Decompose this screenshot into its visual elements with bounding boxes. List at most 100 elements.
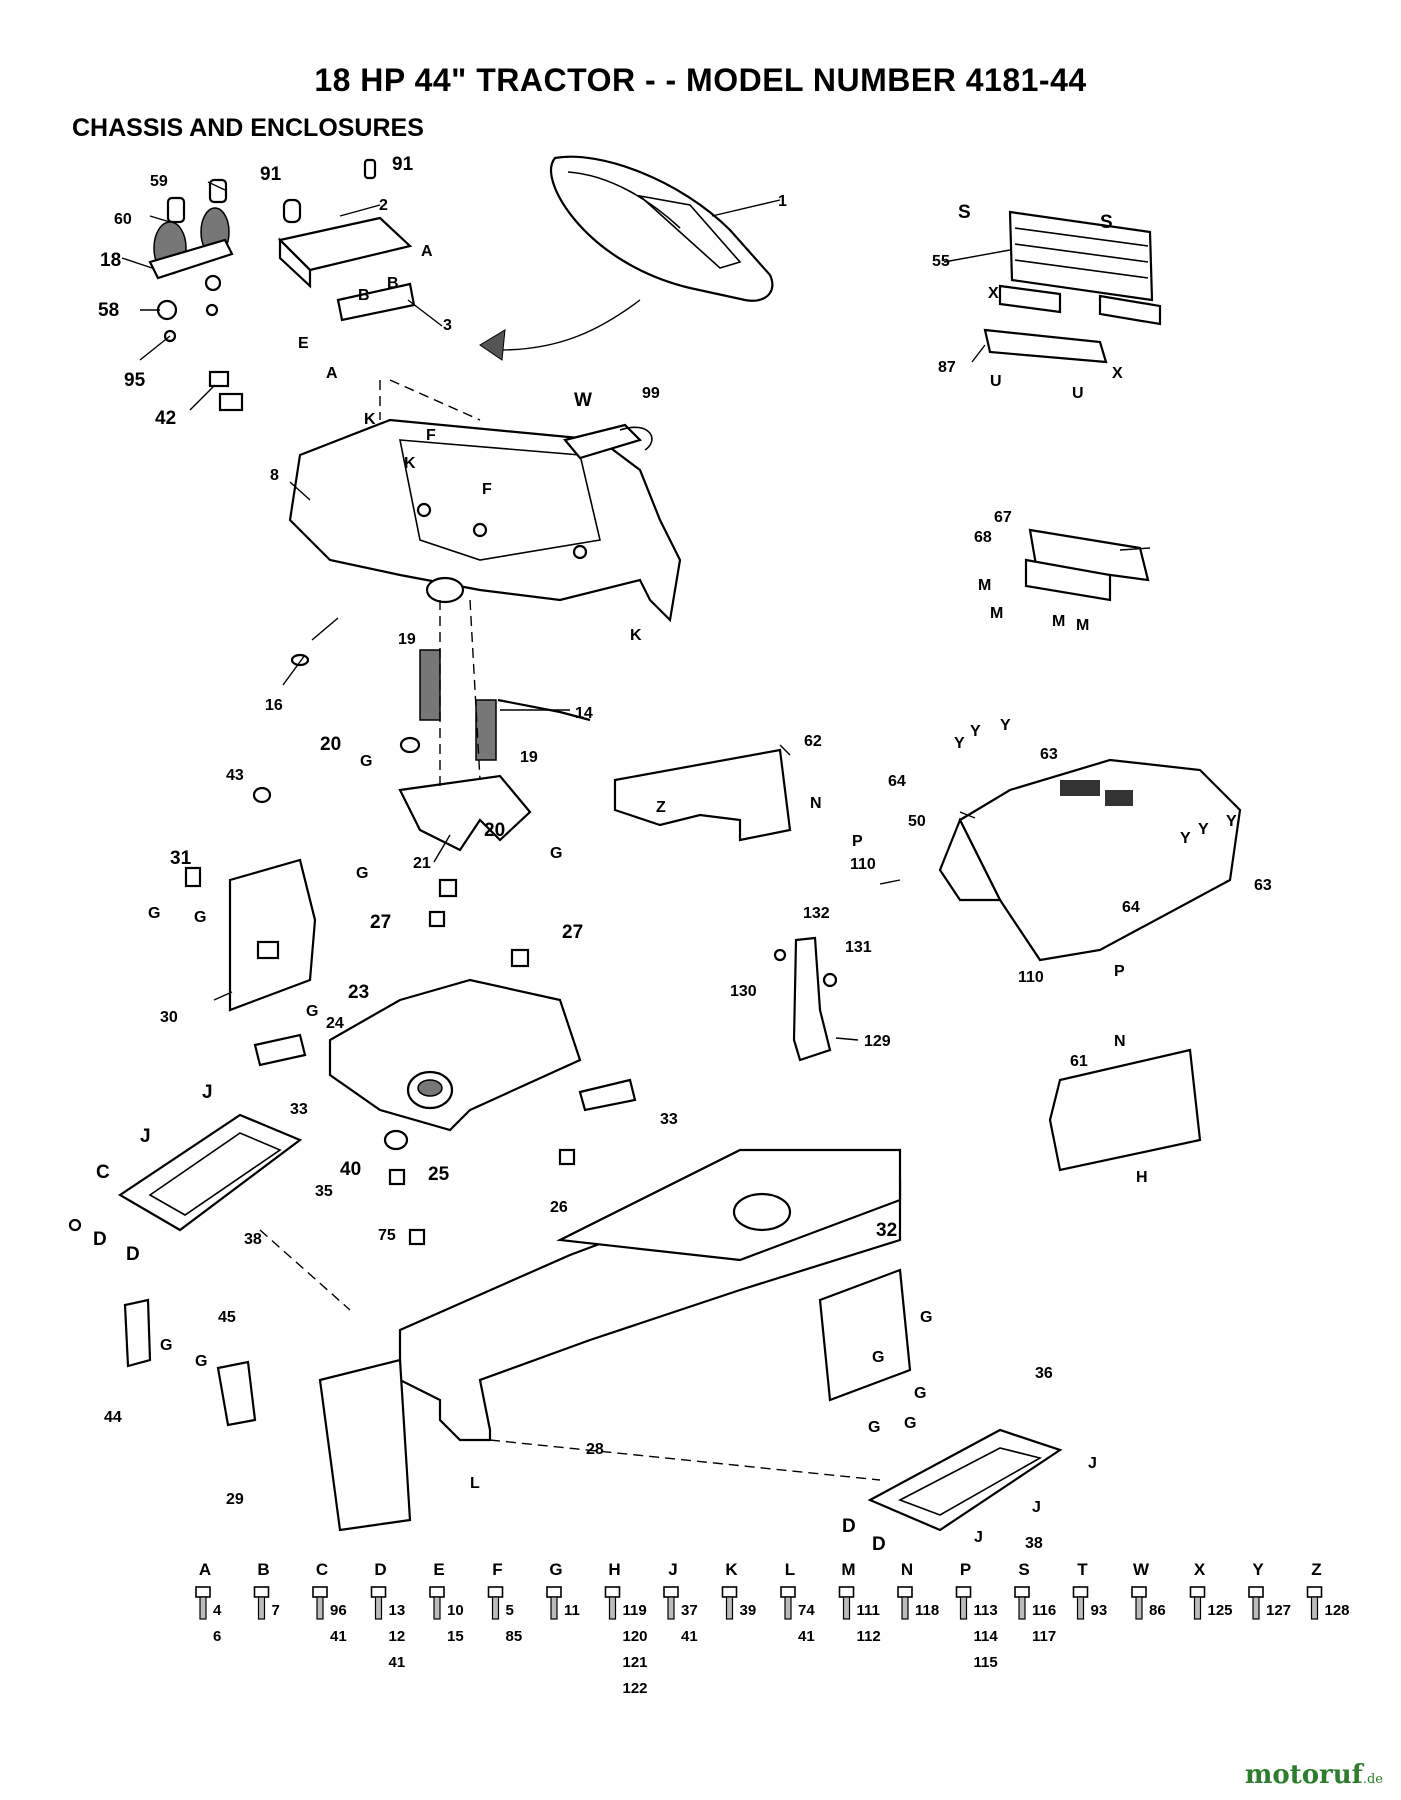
- callout-40: 40: [340, 1159, 361, 1180]
- letter-N2: N: [1114, 1033, 1126, 1050]
- callout-31: 31: [170, 848, 192, 869]
- legend-part-number: 119: [623, 1602, 647, 1619]
- callout-129: 129: [864, 1033, 891, 1050]
- letter-Y2: Y: [970, 723, 981, 740]
- hardware-legend: A46B7C9641D131241E1015F585G11H1191201211…: [195, 1560, 1350, 1697]
- hardware-letters: A A B B E F F K K K W S S X X U U M M M …: [93, 202, 1237, 1555]
- callout-33a: 33: [290, 1101, 308, 1118]
- letter-H1: H: [1136, 1169, 1148, 1186]
- letter-P1: P: [852, 833, 863, 850]
- letter-M4: M: [1076, 617, 1089, 634]
- letter-B1: B: [387, 275, 399, 292]
- leader-lines: [121, 181, 1151, 1041]
- letter-W1: W: [574, 390, 592, 411]
- letter-G10: G: [868, 1419, 880, 1436]
- callout-91b: 91: [392, 154, 414, 175]
- callout-64b: 64: [1122, 899, 1140, 916]
- callout-45: 45: [218, 1309, 236, 1326]
- callout-25: 25: [428, 1164, 450, 1185]
- callout-95: 95: [124, 370, 146, 391]
- brackets-44-45: [123, 1298, 257, 1427]
- letter-J1: J: [202, 1082, 213, 1103]
- callout-59: 59: [150, 173, 168, 190]
- legend-hardware-icon: [663, 1586, 679, 1598]
- legend-letter-j: J: [668, 1560, 677, 1579]
- legend-letter-b: B: [257, 1560, 269, 1579]
- letter-G5: G: [194, 909, 206, 926]
- legend-bolt-shank: [1252, 1596, 1260, 1620]
- legend-hardware-icon: [546, 1586, 562, 1598]
- legend-letter-g: G: [549, 1560, 562, 1579]
- legend-part-number: 15: [447, 1628, 464, 1645]
- legend-part-number: 41: [389, 1654, 406, 1671]
- callout-27b: 27: [562, 922, 583, 943]
- legend-letter-m: M: [841, 1560, 855, 1579]
- legend-hardware-icon: [1072, 1586, 1089, 1598]
- letter-D3: D: [842, 1516, 856, 1537]
- legend-bolt-shank: [374, 1596, 383, 1620]
- seat-bracket: [277, 158, 416, 322]
- legend-letter-h: H: [608, 1560, 620, 1579]
- legend-letter-x: X: [1194, 1560, 1206, 1579]
- letter-G4: G: [148, 905, 160, 922]
- legend-hardware-icon: [721, 1586, 738, 1598]
- callout-26: 26: [550, 1199, 568, 1216]
- seat: [479, 155, 781, 361]
- legend-hardware-icon: [253, 1586, 270, 1598]
- callout-99: 99: [642, 385, 660, 402]
- legend-letter-f: F: [492, 1560, 502, 1579]
- legend-letter-e: E: [433, 1560, 444, 1579]
- callout-16: 16: [265, 697, 283, 714]
- letter-K1: K: [364, 411, 376, 428]
- letter-J4: J: [1032, 1499, 1041, 1516]
- letter-G12: G: [160, 1337, 172, 1354]
- legend-bolt-shank: [1018, 1596, 1026, 1620]
- legend-part-number: 85: [506, 1628, 523, 1645]
- legend-letter-s: S: [1018, 1560, 1029, 1579]
- legend-hardware-icon: [1014, 1586, 1030, 1598]
- letter-J3: J: [1088, 1455, 1097, 1472]
- letter-F2: F: [482, 481, 492, 498]
- callout-19b: 19: [520, 749, 538, 766]
- pedal-support-assembly: [398, 599, 591, 852]
- legend-part-number: 114: [974, 1628, 999, 1645]
- legend-bolt-shank: [550, 1596, 558, 1620]
- callout-32: 32: [876, 1220, 897, 1241]
- legend-letter-y: Y: [1252, 1560, 1264, 1579]
- legend-bolt-shank: [433, 1596, 441, 1620]
- hood: [938, 758, 1242, 962]
- legend-part-number: 41: [798, 1628, 815, 1645]
- callout-61: 61: [1070, 1053, 1088, 1070]
- letter-M2: M: [990, 605, 1003, 622]
- legend-part-number: 10: [447, 1602, 464, 1619]
- legend-part-number: 5: [506, 1602, 514, 1619]
- callout-1: 1: [778, 193, 787, 210]
- legend-bolt-shank: [257, 1596, 266, 1620]
- letter-U1: U: [990, 373, 1002, 390]
- callout-50: 50: [908, 813, 926, 830]
- letter-J2: J: [140, 1126, 151, 1147]
- letter-X2: X: [1112, 365, 1123, 382]
- legend-part-number: 86: [1149, 1602, 1166, 1619]
- callout-23: 23: [348, 982, 369, 1003]
- letter-Z1: Z: [656, 799, 666, 816]
- legend-hardware-icon: [780, 1586, 796, 1598]
- side-plate-32: [818, 1268, 912, 1402]
- fuel-tank: [253, 878, 637, 1132]
- letter-G7: G: [920, 1309, 932, 1326]
- letter-A1: A: [421, 243, 433, 260]
- callout-110a: 110: [850, 856, 876, 873]
- legend-part-number: 39: [740, 1602, 757, 1619]
- letter-D4: D: [872, 1534, 886, 1555]
- callout-130: 130: [730, 983, 757, 1000]
- callout-131: 131: [845, 939, 872, 956]
- legend-part-number: 7: [272, 1602, 280, 1619]
- legend-part-number: 93: [1091, 1602, 1108, 1619]
- legend-bolt-shank: [1135, 1596, 1143, 1620]
- callout-30: 30: [160, 1009, 178, 1026]
- legend-bolt-shank: [901, 1596, 909, 1620]
- legend-hardware-icon: [1248, 1586, 1264, 1598]
- letter-Y6: Y: [1226, 813, 1237, 830]
- legend-part-number: 120: [623, 1628, 648, 1645]
